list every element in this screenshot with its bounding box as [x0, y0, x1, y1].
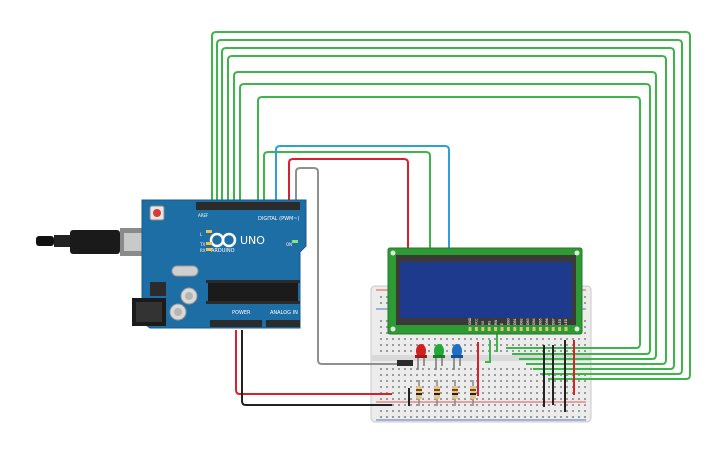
model-label: UNO [240, 234, 265, 247]
on-label: ON [286, 242, 292, 247]
power-header[interactable] [210, 320, 262, 327]
lcd-pin[interactable] [532, 327, 536, 331]
wire-d13-lcd [211, 31, 691, 380]
lcd-pin[interactable] [538, 327, 542, 331]
wire-d7-lcd [257, 96, 641, 349]
lcd-pin[interactable] [513, 327, 517, 331]
led-rx [206, 248, 212, 251]
resistors [416, 380, 476, 406]
power-label: POWER [232, 310, 251, 316]
analog-header[interactable] [266, 320, 300, 327]
lcd-pin[interactable] [494, 327, 498, 331]
lcd-pin[interactable] [558, 327, 562, 331]
arduino-uno-board[interactable]: DIGITAL (PWM~) AREF TX RX L ON POWER ANA… [132, 199, 307, 329]
rx-label: RX [200, 248, 206, 253]
red-led[interactable] [415, 344, 427, 370]
lcd-pin[interactable] [487, 327, 491, 331]
lcd-pin-label: DB5 [539, 318, 543, 325]
wire-d11-lcd [221, 47, 675, 370]
led-on [292, 240, 298, 243]
lcd-pin[interactable] [481, 327, 485, 331]
lcd-pin-label: GND [468, 317, 472, 325]
lcd-pin-label: DB2 [519, 318, 523, 325]
wire-d9-lcd [233, 71, 657, 360]
usb-cable [36, 228, 156, 256]
lcd-pin[interactable] [526, 327, 530, 331]
wire-gray [295, 167, 412, 365]
lcd-pin[interactable] [519, 327, 523, 331]
wire-d12-lcd [216, 39, 683, 375]
wire-green-led [485, 340, 491, 363]
tx-label: TX [199, 242, 205, 247]
digital-label: DIGITAL (PWM~) [258, 216, 300, 222]
lcd-pin-label: DB0 [507, 318, 511, 325]
wire-5v [235, 330, 392, 395]
wire-d10-lcd [227, 55, 667, 365]
lcd-pin[interactable] [500, 327, 504, 331]
lcd-pin-label: DB3 [526, 318, 530, 325]
crystal [171, 265, 199, 277]
aref-label: AREF [198, 213, 209, 218]
digital-header[interactable] [196, 202, 300, 210]
lcd-pin-label: DB7 [551, 318, 555, 325]
lcd-pin-label: VCC [475, 318, 479, 325]
lcd-screen [400, 262, 572, 318]
wire-d8-lcd [239, 83, 651, 355]
led-tx [206, 242, 212, 245]
wire-lcd-rs [263, 151, 431, 250]
signal-wires [275, 145, 450, 365]
resistor[interactable] [452, 380, 458, 406]
lcd-pin[interactable] [506, 327, 510, 331]
lcd-pin-label: DB4 [532, 318, 536, 325]
lcd-pin-label: LED [564, 318, 568, 325]
lcd-pin-label: DB1 [513, 318, 517, 325]
l-label: L [200, 232, 203, 237]
resistor[interactable] [416, 380, 422, 406]
lcd-pin[interactable] [545, 327, 549, 331]
voltage-regulator [150, 282, 166, 296]
lcd-pin[interactable] [551, 327, 555, 331]
resistor[interactable] [434, 380, 440, 406]
lcd-pin-label: RW [494, 319, 498, 325]
brand-label: ARDUINO [211, 248, 235, 254]
lcd-pin-label: LED [558, 318, 562, 325]
breadboard-jumpers [408, 340, 575, 412]
analog-label: ANALOG IN [270, 310, 298, 316]
transistor[interactable] [397, 360, 413, 366]
lcd-pin-label: DB6 [545, 318, 549, 325]
led-group [415, 344, 463, 370]
lcd-pin-label: RS [487, 321, 491, 325]
led-l [206, 230, 212, 233]
wire-gnd [241, 330, 392, 406]
resistor[interactable] [470, 380, 476, 406]
lcd-pin[interactable] [564, 327, 568, 331]
wire-blue [275, 145, 450, 250]
arduino-logo: ARDUINO [209, 232, 237, 254]
atmega-chip [208, 282, 298, 302]
green-wires [211, 31, 691, 380]
blue-led[interactable] [451, 344, 463, 370]
power-wires [235, 330, 392, 406]
lcd-pin-label: V0 [481, 321, 485, 325]
lcd-pin[interactable] [474, 327, 478, 331]
lcd-pin-label: E [500, 323, 504, 325]
wire-red-top [288, 158, 409, 250]
lcd-pin[interactable] [468, 327, 472, 331]
green-led[interactable] [433, 344, 445, 370]
